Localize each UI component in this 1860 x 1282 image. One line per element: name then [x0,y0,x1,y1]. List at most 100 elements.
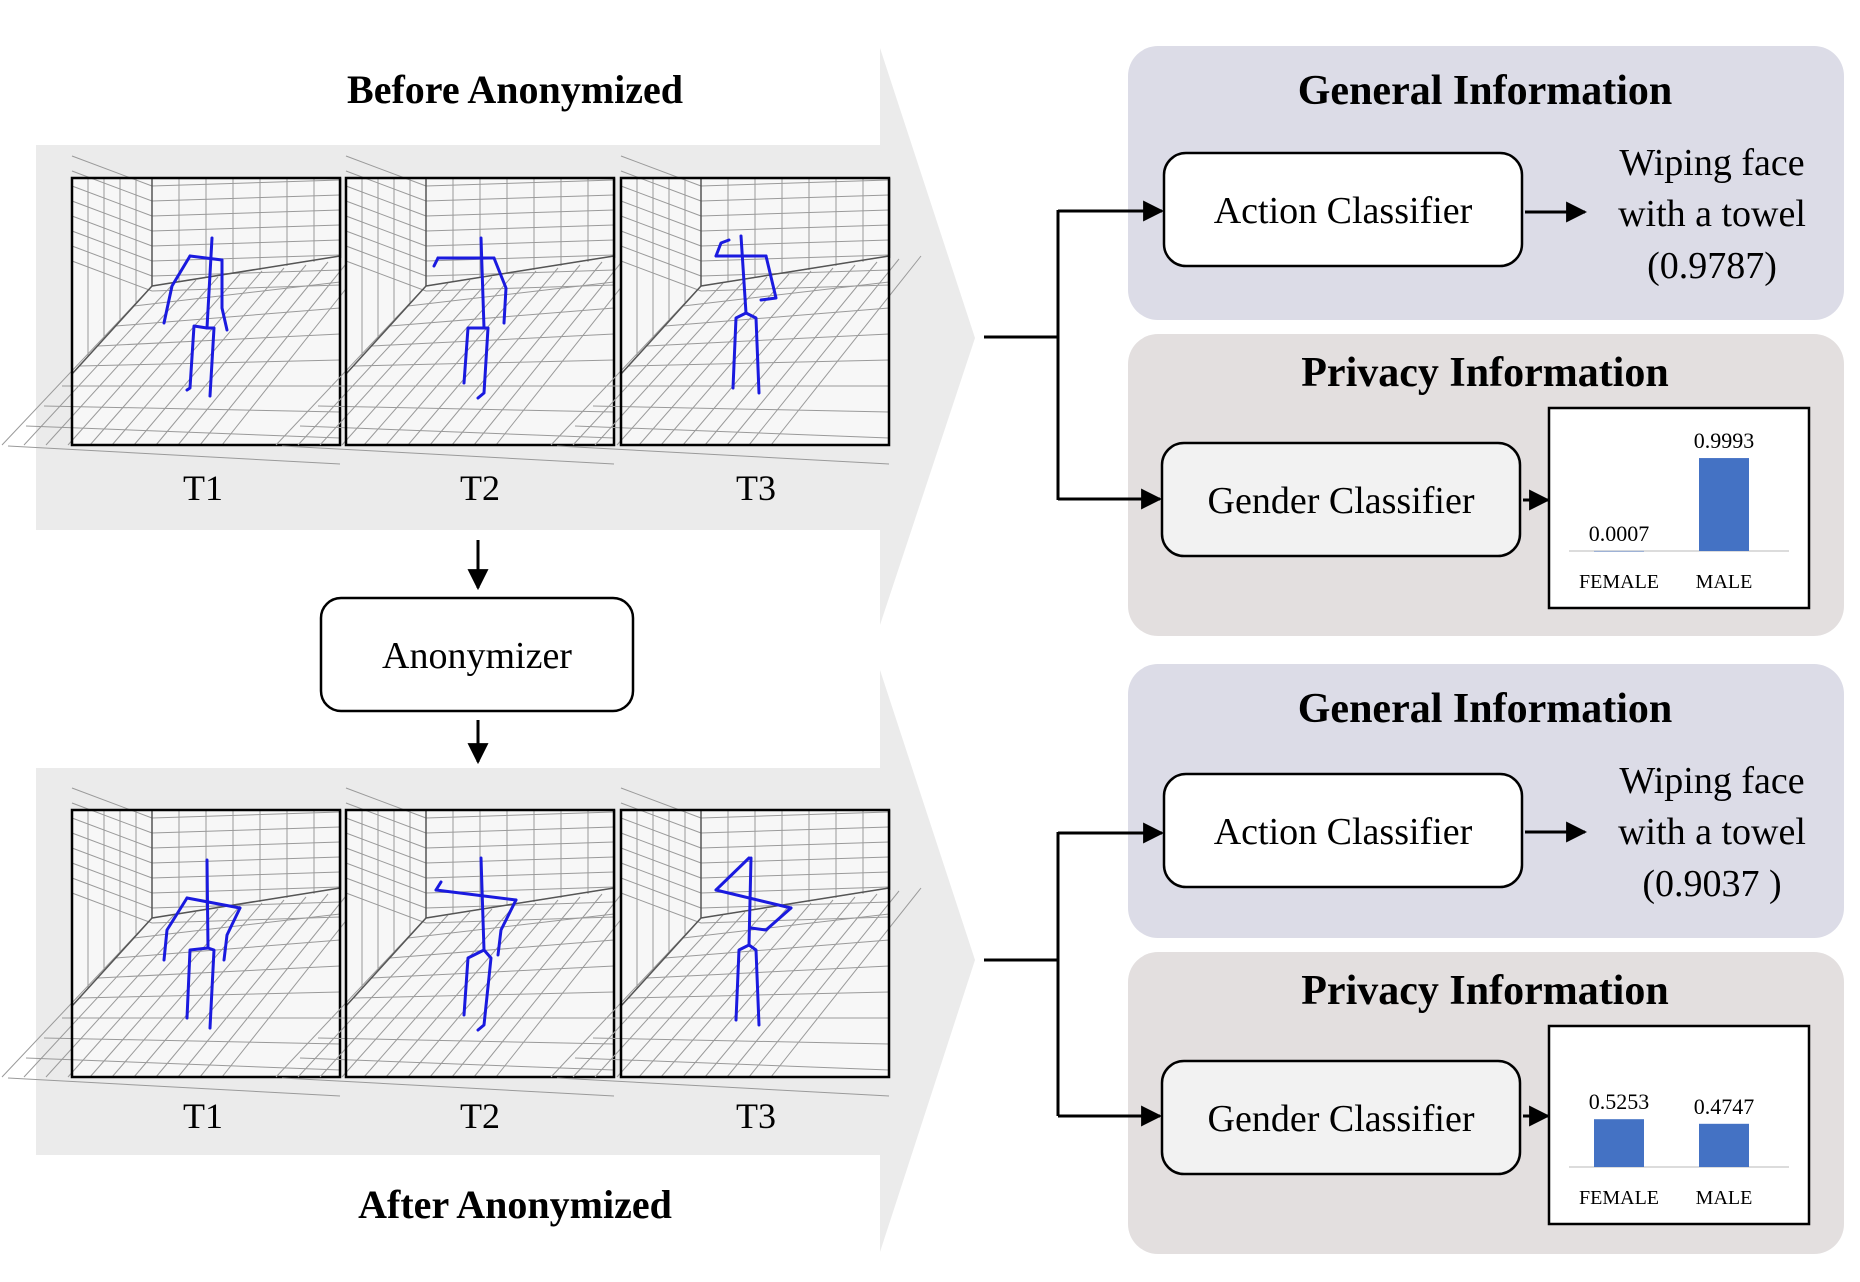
skeleton-figure [714,856,793,1027]
skeleton-figure [714,234,778,395]
general-info-title: General Information [1298,686,1672,732]
gender-classifier-label: Gender Classifier [1208,1098,1475,1140]
after-frame-label-t1: T1 [183,1096,223,1136]
anonymizer-box [319,596,635,713]
bar-male [1699,458,1749,551]
frame-border [344,808,616,1079]
skeleton-limb-4 [496,898,518,957]
frame-border [70,808,342,1079]
skeleton-limb-4 [220,258,229,332]
bar-female [1594,1119,1644,1167]
before-frame-3 [550,155,922,465]
skeleton-limb-6 [205,326,216,398]
skeleton-limb-3 [432,256,440,268]
privacy-info-title: Privacy Information [1301,350,1668,396]
tick-label-female: FEMALE [1579,571,1659,593]
after-frame-label-t2: T2 [460,1096,500,1136]
gender-classifier-label: Gender Classifier [1208,480,1475,522]
after-frame-label-t3: T3 [736,1096,776,1136]
after-title: After Anonymized [358,1182,672,1227]
skeleton-limb-3 [162,896,189,962]
skeleton-limb-6 [747,943,761,1027]
skeleton-limb-4 [222,906,242,962]
skeleton-limb-5 [185,946,210,1020]
skeleton-figure [162,236,229,398]
connector-before [984,210,1060,500]
skeleton-limb-1 [747,856,753,947]
skeleton-limb-5 [731,311,748,390]
anonymizer-label: Anonymizer [382,635,572,677]
skeleton-figure [432,236,508,400]
skeleton-limb-4 [759,254,778,302]
result-block-after: General Information Action Classifier Wi… [1128,664,1844,1254]
skeleton-limb-5 [462,326,486,385]
action-output-score: (0.9037 ) [1642,863,1781,905]
before-frame-label-t1: T1 [183,468,223,508]
room-grid [275,155,647,465]
data-label-female: 0.0007 [1589,521,1650,546]
frame-border [70,176,342,447]
after-frames [1,787,922,1097]
bar-male [1699,1123,1749,1167]
action-output-line-2: with a towel [1618,811,1806,853]
skeleton-limb-3 [162,254,192,325]
skeleton-limb-5 [462,948,486,1017]
skeleton-limb-3 [714,856,751,892]
frame-border [619,176,891,447]
skeleton-limb-1 [479,236,486,330]
frame-border [619,808,891,1079]
after-frame-2 [275,787,647,1097]
data-label-male: 0.4747 [1694,1094,1755,1119]
before-frame-label-t2: T2 [460,468,500,508]
action-output-line-2: with a towel [1618,193,1806,235]
skeleton-limb-1 [205,858,210,950]
skeleton-limb-6 [476,326,490,400]
room-grid [550,787,922,1097]
chart-frame [1547,406,1811,610]
skeleton-limb-6 [476,948,493,1032]
skeleton-limb-2 [434,888,518,902]
connector-after [984,832,1060,1116]
skeleton-limb-1 [479,856,486,952]
skeleton-limb-2 [185,896,242,910]
result-block-before: General Information Action Classifier Wi… [1128,46,1844,636]
skeleton-limb-6 [744,311,761,395]
before-frames [1,155,922,465]
skeleton-limb-2 [188,254,224,262]
skeleton-limb-4 [492,256,508,325]
after-frame-3 [550,787,922,1097]
skeleton-limb-2 [714,888,793,910]
before-frame-1 [1,155,373,465]
chart-frame [1547,1024,1811,1226]
before-frame-label-t3: T3 [736,468,776,508]
tick-label-female: FEMALE [1579,1187,1659,1209]
skeleton-limb-1 [739,234,748,315]
skeleton-limb-6 [206,946,216,1030]
tick-label-male: MALE [1696,571,1753,593]
skeleton-limb-3 [434,880,443,892]
skeleton-limb-5 [734,943,751,1022]
action-output-line-1: Wiping face [1619,760,1804,802]
bar-female [1594,550,1644,552]
action-classifier-label: Action Classifier [1214,190,1473,232]
skeleton-limb-3 [714,238,731,258]
before-title: Before Anonymized [347,67,683,112]
after-frame-1 [1,787,373,1097]
action-classifier-label: Action Classifier [1214,811,1473,853]
skeleton-limb-5 [185,324,209,392]
data-label-female: 0.5253 [1589,1089,1650,1114]
action-output-line-1: Wiping face [1619,142,1804,184]
tick-label-male: MALE [1696,1187,1753,1209]
before-frame-2 [275,155,647,465]
skeleton-limb-1 [205,236,214,330]
frame-border [344,176,616,447]
privacy-info-title: Privacy Information [1301,968,1668,1014]
action-output-score: (0.9787) [1647,245,1777,287]
skeleton-figure [162,858,242,1030]
skeleton-figure [434,856,518,1032]
data-label-male: 0.9993 [1694,428,1755,453]
